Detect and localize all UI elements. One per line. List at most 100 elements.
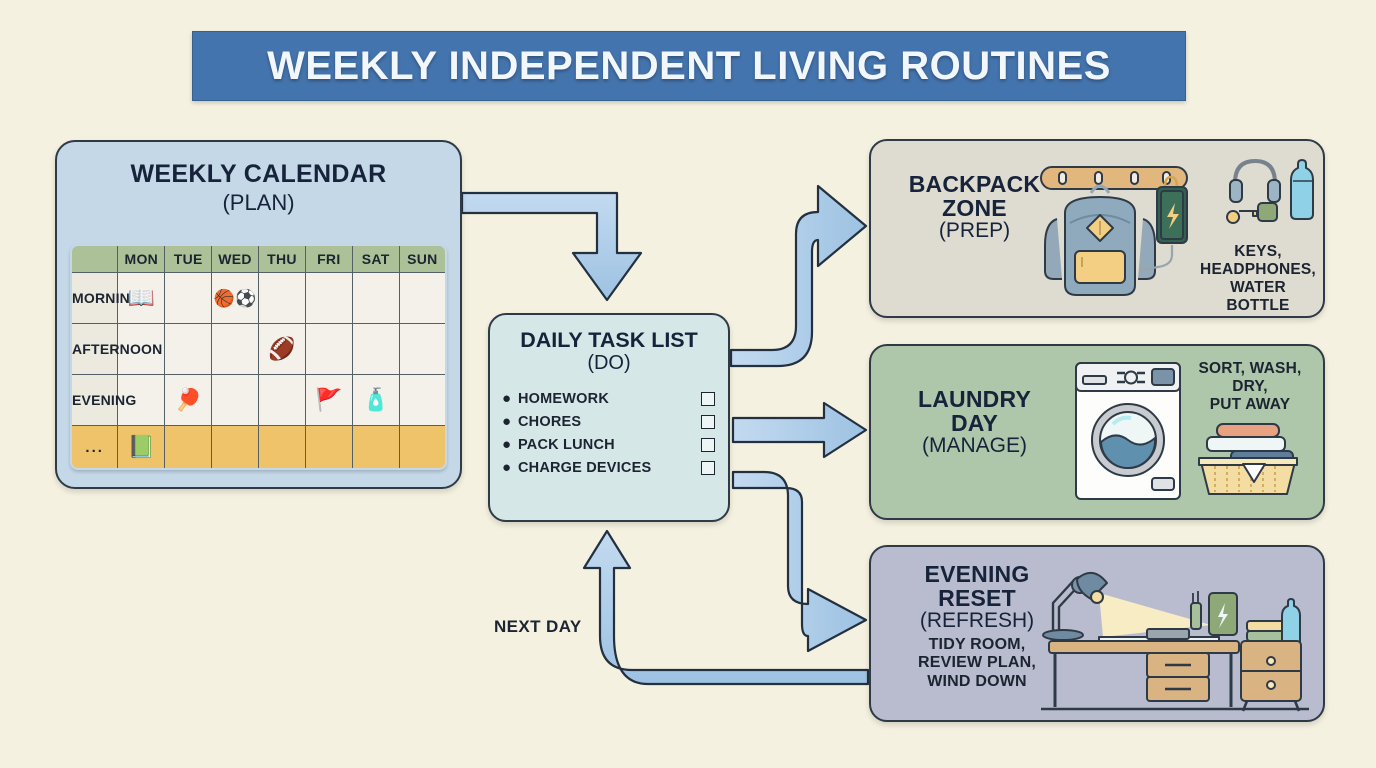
evening-heading-line1: EVENING <box>924 561 1030 587</box>
task-list-heading: DAILY TASK LIST <box>520 328 698 352</box>
arrow-tasks-to-laundry <box>731 401 868 459</box>
backpack-note-line3: WATER BOTTLE <box>1226 278 1290 314</box>
backpack-accessories-illustration <box>1226 159 1314 224</box>
page-title-text: WEEKLY INDEPENDENT LIVING ROUTINES <box>267 43 1111 88</box>
bullet-icon: ● <box>502 413 512 430</box>
calendar-cell-fri-evening[interactable]: 🚩 <box>304 374 353 426</box>
list-item[interactable]: ● CHORES <box>502 410 715 433</box>
arrow-tasks-to-backpack <box>729 184 868 368</box>
evening-heading-line2: RESET <box>938 584 1016 611</box>
backpack-zone-panel[interactable]: BACKPACK ZONE (PREP) <box>869 139 1325 318</box>
washing-machine-illustration <box>1075 362 1181 500</box>
football-icon: 🏈 <box>268 336 296 361</box>
backpack-heading-line1: BACKPACK <box>908 171 1041 197</box>
laundry-heading-line1: LAUNDRY <box>918 386 1031 412</box>
evening-heading-block: EVENING RESET (REFRESH) TIDY ROOM, REVIE… <box>887 561 1067 691</box>
calendar-col-wed: WED <box>211 246 259 273</box>
calendar-cell-mon-morning[interactable]: 📖 <box>117 272 166 324</box>
weekly-calendar-panel[interactable]: WEEKLY CALENDAR (PLAN) MON TUE WED THU F… <box>55 140 462 489</box>
calendar-col-mon: MON <box>117 246 166 273</box>
calendar-cell-thu-afternoon[interactable]: 🏈 <box>258 323 306 375</box>
calendar-col-sat: SAT <box>351 246 400 273</box>
table-row[interactable]: MORNING 📖 🏀⚽ <box>72 272 445 324</box>
laundry-note-line3: PUT AWAY <box>1209 395 1291 413</box>
task-checkbox[interactable] <box>701 414 715 429</box>
arrow-calendar-to-tasks <box>460 191 643 302</box>
table-row[interactable]: AFTERNOON 🏈 <box>72 323 445 375</box>
calendar-cell-mon-evening[interactable] <box>117 374 166 426</box>
calendar-cell-wed-afternoon[interactable] <box>211 323 259 375</box>
calendar-cell-wed-morning[interactable]: 🏀⚽ <box>211 272 259 324</box>
table-row[interactable]: EVENING 🏓 🚩 🧴 <box>72 374 445 426</box>
calendar-col-thu: THU <box>258 246 306 273</box>
calendar-cell-sat-more[interactable] <box>351 425 400 468</box>
calendar-cell-fri-more[interactable] <box>304 425 353 468</box>
calendar-cell-thu-morning[interactable] <box>258 272 306 324</box>
calendar-cell-thu-more[interactable] <box>258 425 306 468</box>
task-list-subheading: (DO) <box>587 352 631 374</box>
laundry-subheading: (MANAGE) <box>922 434 1027 458</box>
calendar-cell-sun-evening[interactable] <box>398 374 445 426</box>
list-item[interactable]: ● HOMEWORK <box>502 387 715 410</box>
backpack-note-line2: HEADPHONES, <box>1200 260 1316 278</box>
evening-subheading: (REFRESH) <box>919 609 1035 633</box>
calendar-cell-wed-more[interactable] <box>211 425 259 468</box>
calendar-cell-sun-morning[interactable] <box>398 272 445 324</box>
laundry-day-panel[interactable]: LAUNDRY DAY (MANAGE) <box>869 344 1325 520</box>
book-icon: 📖 <box>127 285 156 310</box>
list-item[interactable]: ● PACK LUNCH <box>502 433 715 456</box>
evening-sub-line3: WIND DOWN <box>927 672 1027 690</box>
flag-icon: 🚩 <box>315 387 343 412</box>
task-label: PACK LUNCH <box>518 436 615 453</box>
calendar-row-label-more: ... <box>72 425 119 468</box>
calendar-col-tue: TUE <box>164 246 213 273</box>
task-list-items: ● HOMEWORK ● CHORES ● PACK LUNCH ● CHARG… <box>490 387 728 479</box>
basketball-icon: 🏀 <box>213 288 236 308</box>
table-row[interactable]: ... 📗 <box>72 425 445 468</box>
task-label: CHORES <box>518 413 582 430</box>
calendar-col-sun: SUN <box>398 246 445 273</box>
backpack-illustration <box>1040 166 1188 296</box>
task-label: HOMEWORK <box>518 390 610 407</box>
bullet-icon: ● <box>502 390 512 407</box>
water-bottle-icon: 🧴 <box>361 387 390 412</box>
calendar-cell-tue-afternoon[interactable] <box>164 323 213 375</box>
laundry-basket-illustration <box>1198 423 1298 495</box>
calendar-cell-sat-morning[interactable] <box>351 272 400 324</box>
calendar-cell-mon-afternoon[interactable] <box>117 323 166 375</box>
weekly-calendar-table[interactable]: MON TUE WED THU FRI SAT SUN MORNING 📖 🏀⚽ <box>70 244 447 470</box>
calendar-corner-cell <box>72 246 119 273</box>
bullet-icon: ● <box>502 436 512 453</box>
list-item[interactable]: ● CHARGE DEVICES <box>502 456 715 479</box>
calendar-heading: WEEKLY CALENDAR <box>130 160 387 188</box>
arrow-next-day-loop <box>582 529 870 686</box>
calendar-cell-mon-more[interactable]: 📗 <box>117 425 166 468</box>
calendar-cell-sat-afternoon[interactable] <box>351 323 400 375</box>
calendar-cell-tue-more[interactable] <box>164 425 213 468</box>
calendar-cell-tue-evening[interactable]: 🏓 <box>164 374 213 426</box>
calendar-cell-wed-evening[interactable] <box>211 374 259 426</box>
task-label: CHARGE DEVICES <box>518 459 652 476</box>
evening-reset-panel[interactable]: EVENING RESET (REFRESH) TIDY ROOM, REVIE… <box>869 545 1325 722</box>
calendar-cell-fri-afternoon[interactable] <box>304 323 353 375</box>
task-checkbox[interactable] <box>701 391 715 406</box>
calendar-row-label-evening: EVENING <box>72 374 136 426</box>
calendar-cell-fri-morning[interactable] <box>304 272 353 324</box>
calendar-cell-thu-evening[interactable] <box>258 374 306 426</box>
calendar-cell-sun-afternoon[interactable] <box>398 323 445 375</box>
task-checkbox[interactable] <box>701 437 715 452</box>
book-icon: 📗 <box>127 434 156 459</box>
calendar-cell-sat-evening[interactable]: 🧴 <box>351 374 400 426</box>
calendar-cell-tue-morning[interactable] <box>164 272 213 324</box>
laundry-note-line2: DRY, <box>1232 377 1268 395</box>
evening-sub-line2: REVIEW PLAN, <box>918 654 1036 672</box>
calendar-cell-sun-more[interactable] <box>398 425 445 468</box>
backpack-heading-block: BACKPACK ZONE (PREP) <box>887 171 1062 243</box>
laundry-note: SORT, WASH, DRY, PUT AWAY <box>1191 360 1309 414</box>
daily-task-list-panel[interactable]: DAILY TASK LIST (DO) ● HOMEWORK ● CHORES… <box>488 313 730 522</box>
evening-sub-line1: TIDY ROOM, <box>928 636 1026 654</box>
laundry-heading-block: LAUNDRY DAY (MANAGE) <box>887 386 1062 458</box>
task-checkbox[interactable] <box>701 460 715 475</box>
